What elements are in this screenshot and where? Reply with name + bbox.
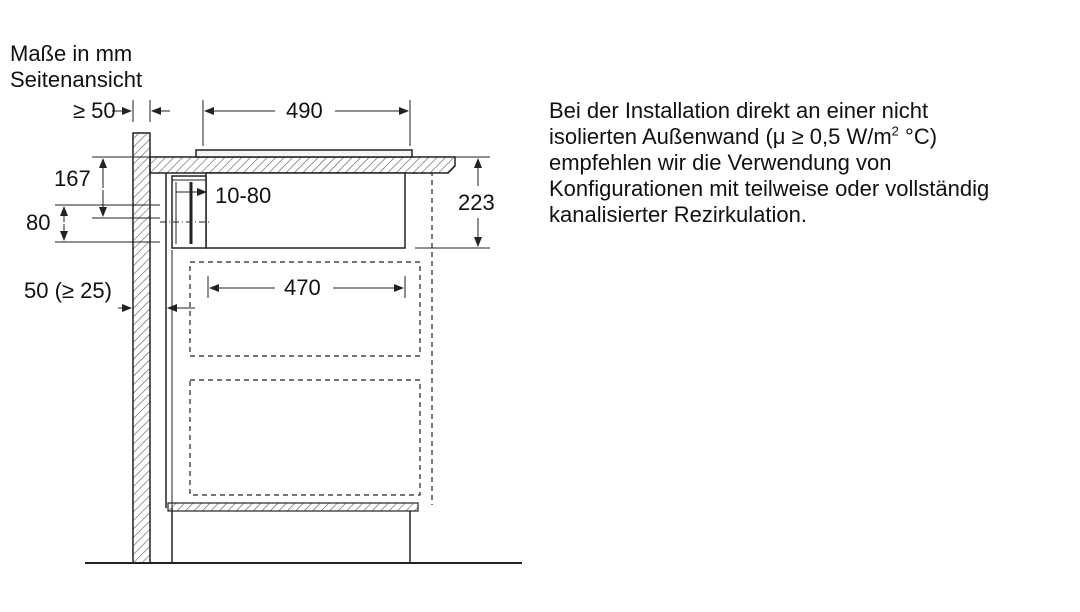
dim-1080-label: 10-80 bbox=[215, 183, 272, 208]
note-line-1: Bei der Installation direkt an einer nic… bbox=[549, 98, 929, 123]
dim-167-label: 167 bbox=[54, 166, 91, 191]
dim-223-label: 223 bbox=[458, 190, 495, 215]
drawer-lower bbox=[189, 379, 421, 496]
note-line-4: Konfigurationen mit teilweise oder volls… bbox=[549, 176, 990, 201]
cabinet-bottom bbox=[167, 502, 419, 512]
dim-80-label: 80 bbox=[26, 210, 51, 235]
hob-body bbox=[205, 172, 406, 249]
hob-glass bbox=[195, 149, 413, 158]
note-line-5: kanalisierter Rezirkulation. bbox=[549, 202, 807, 227]
duct-element bbox=[171, 175, 207, 249]
dim-hob-width-label: 490 bbox=[286, 98, 323, 123]
view-label: Seitenansicht bbox=[10, 67, 143, 92]
installation-note: Bei der Installation direkt an einer nic… bbox=[549, 98, 1069, 228]
dim-470-label: 470 bbox=[284, 275, 321, 300]
cabinet-front bbox=[412, 172, 433, 505]
dim-wall-distance-label: 50 (≥ 25) bbox=[24, 278, 112, 303]
units-label: Maße in mm bbox=[10, 41, 133, 66]
worktop bbox=[149, 156, 456, 174]
note-line-2: isolierten Außenwand (μ ≥ 0,5 W/m2 °C) bbox=[549, 123, 938, 149]
note-line-3: empfehlen wir die Verwendung von bbox=[549, 150, 892, 175]
dim-wall-gap-label: ≥ 50 bbox=[73, 98, 116, 123]
wall bbox=[132, 132, 151, 564]
